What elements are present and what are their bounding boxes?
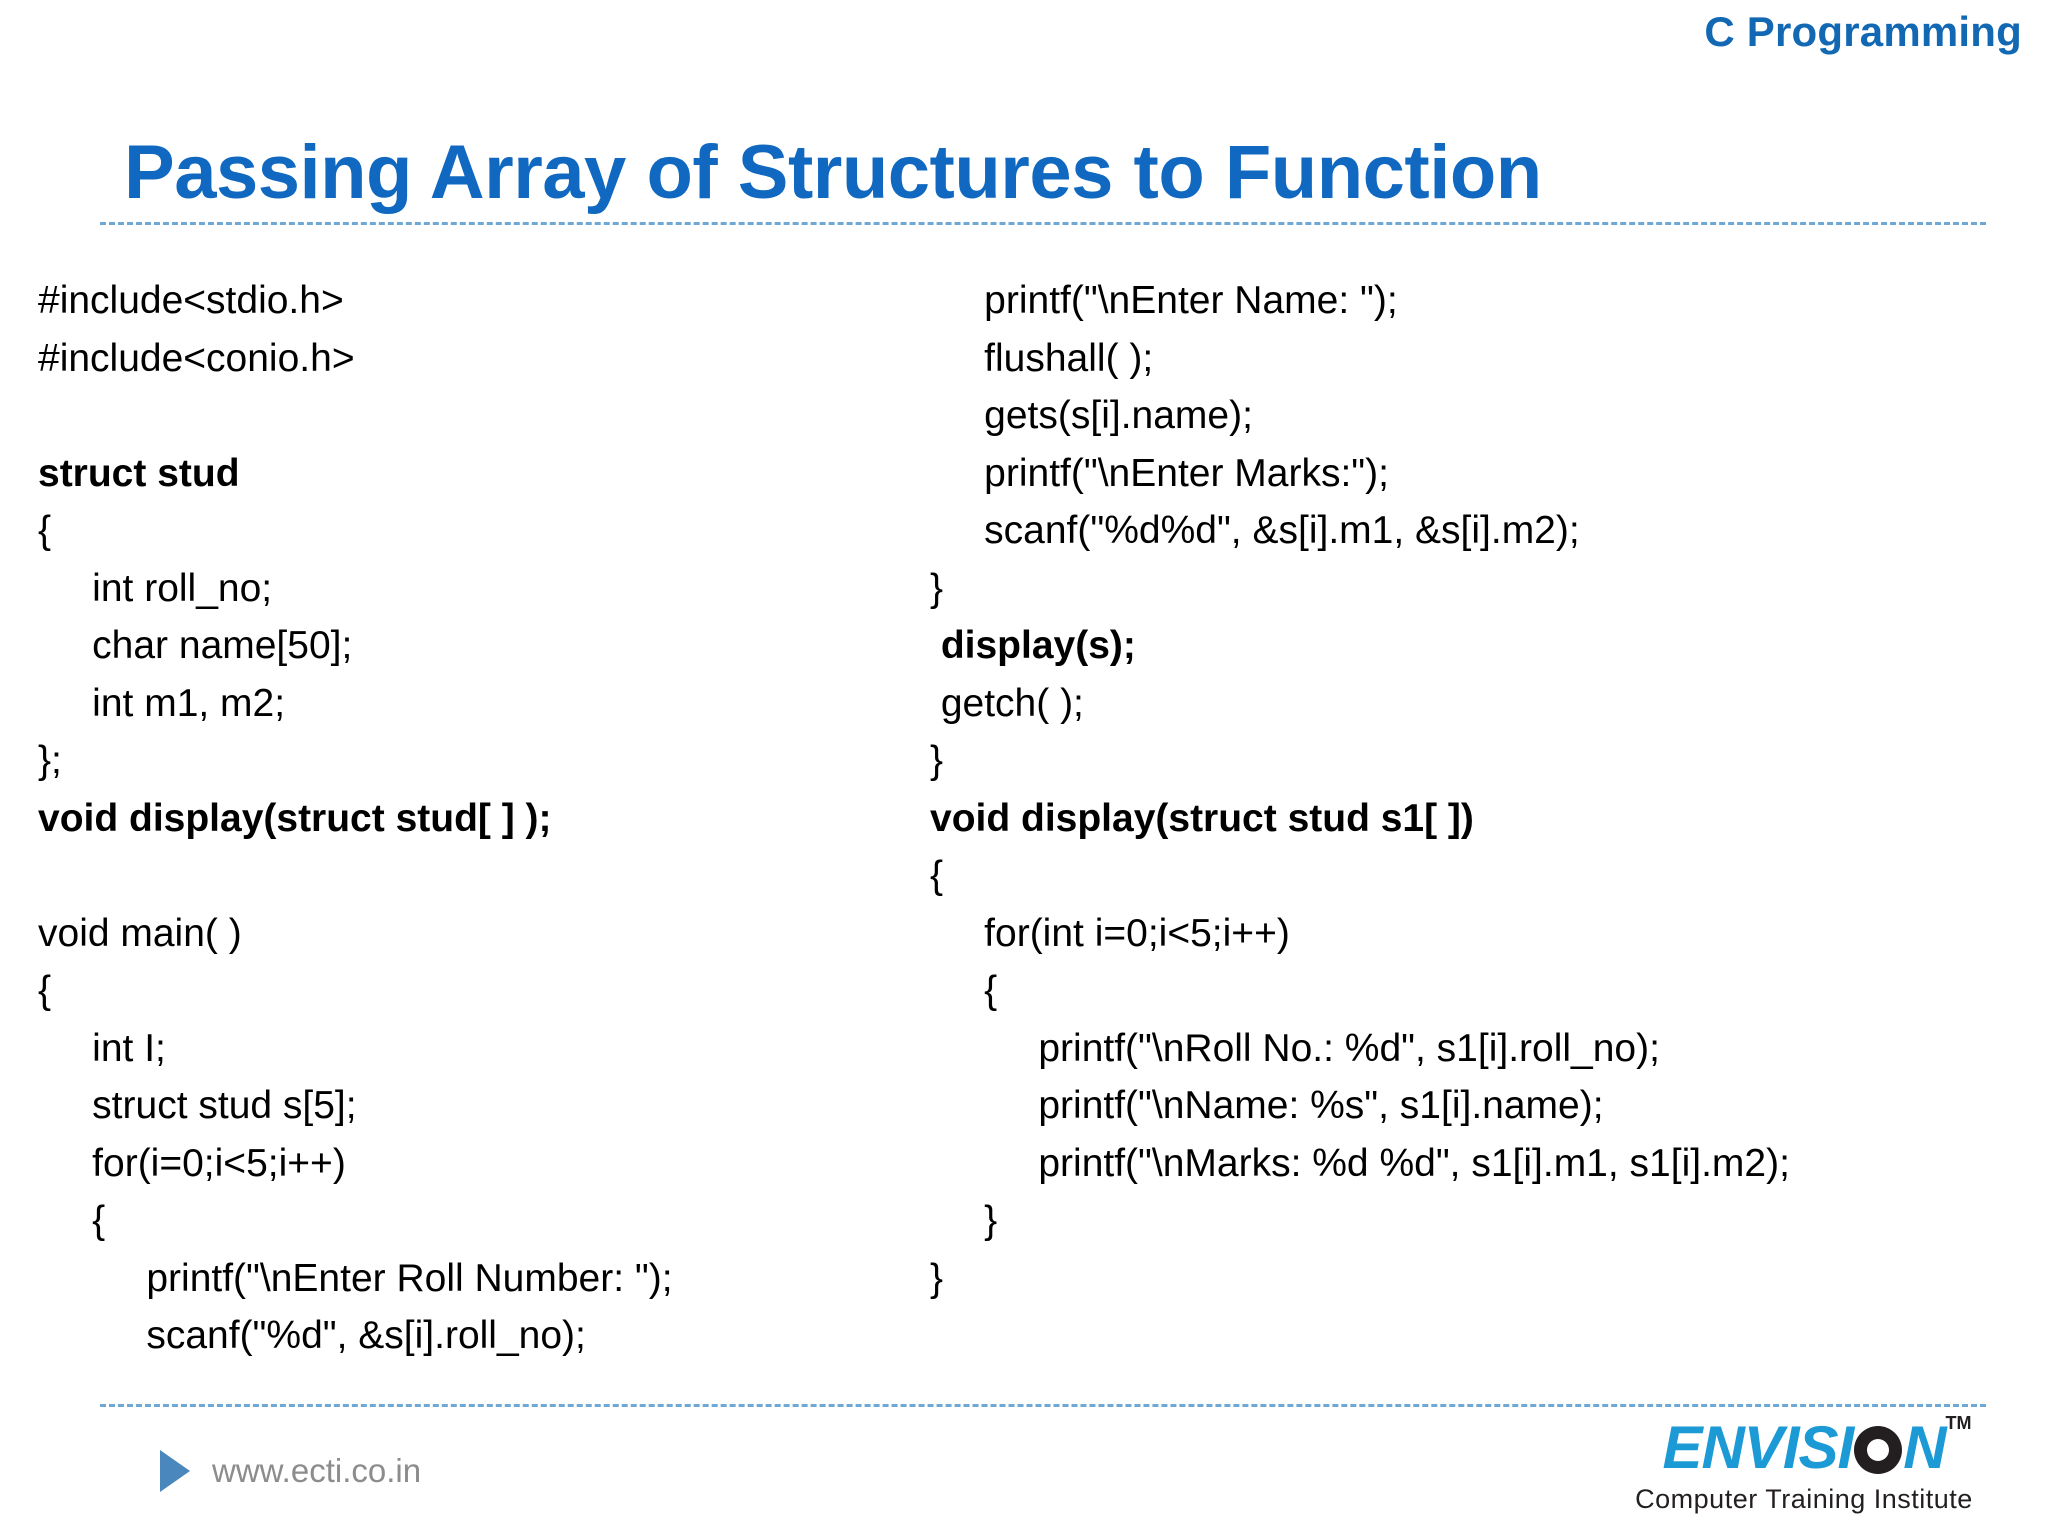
code-line: display(s); [930, 624, 1136, 667]
code-line: #include<conio.h> [38, 336, 355, 380]
code-line: char name[50]; [38, 624, 353, 667]
code-line: struct stud s[5]; [38, 1084, 357, 1127]
logo-word-part1: ENVISI [1662, 1414, 1854, 1481]
logo-word-part2: N [1903, 1414, 1946, 1481]
code-line: { [930, 854, 944, 897]
code-line: void display(struct stud s1[ ]) [930, 796, 1474, 840]
envision-logo: ENVISI N TM Computer Training Institute [1614, 1414, 1994, 1515]
code-line: { [38, 1199, 106, 1242]
code-line: int I; [38, 1026, 166, 1070]
code-line: int roll_no; [38, 566, 273, 610]
code-line: getch( ); [930, 681, 1084, 725]
code-line: printf("\nMarks: %d %d", s1[i].m1, s1[i]… [930, 1141, 1790, 1185]
code-line: struct stud [38, 451, 240, 495]
code-line: flushall( ); [930, 336, 1154, 380]
logo-trademark: TM [1945, 1413, 1972, 1433]
code-column-right: printf("\nEnter Name: "); flushall( ); g… [930, 272, 2040, 1307]
code-line: void display(struct stud[ ] ); [38, 796, 552, 840]
code-line: } [930, 739, 944, 782]
divider-top [100, 222, 1986, 225]
code-line: } [930, 1256, 944, 1300]
code-line: scanf("%d%d", &s[i].m1, &s[i].m2); [930, 509, 1580, 552]
code-line: } [930, 566, 944, 610]
footer-website-link[interactable]: www.ecti.co.in [160, 1450, 421, 1492]
code-line: }; [38, 739, 62, 782]
code-line: scanf("%d", &s[i].roll_no); [38, 1314, 586, 1357]
code-column-left: #include<stdio.h> #include<conio.h> struc… [38, 272, 918, 1365]
divider-bottom [100, 1404, 1986, 1407]
code-line: printf("\nEnter Roll Number: "); [38, 1256, 673, 1300]
code-line: printf("\nName: %s", s1[i].name); [930, 1084, 1604, 1127]
code-line: void main( ) [38, 911, 242, 955]
code-line: #include<stdio.h> [38, 279, 344, 322]
page-title: Passing Array of Structures to Function [124, 129, 1542, 215]
code-line [38, 387, 918, 445]
play-triangle-icon [160, 1450, 190, 1492]
code-line: { [38, 509, 52, 552]
footer-url-text: www.ecti.co.in [212, 1452, 422, 1489]
course-tag: C Programming [1704, 8, 2022, 55]
code-line: printf("\nEnter Name: "); [930, 279, 1398, 322]
code-line: for(i=0;i<5;i++) [38, 1141, 346, 1185]
logo-wordmark: ENVISI N TM [1662, 1414, 1971, 1478]
code-line: gets(s[i].name); [930, 394, 1253, 437]
logo-ring-o-icon [1854, 1426, 1903, 1474]
logo-tagline: Computer Training Institute [1635, 1484, 1973, 1514]
code-line: int m1, m2; [38, 681, 286, 725]
code-line: printf("\nEnter Marks:"); [930, 451, 1389, 495]
code-line: { [38, 969, 52, 1012]
code-line: } [930, 1199, 998, 1242]
code-line: for(int i=0;i<5;i++) [930, 911, 1290, 955]
code-line: printf("\nRoll No.: %d", s1[i].roll_no); [930, 1026, 1660, 1070]
code-line: { [930, 969, 998, 1012]
code-line [38, 847, 918, 905]
